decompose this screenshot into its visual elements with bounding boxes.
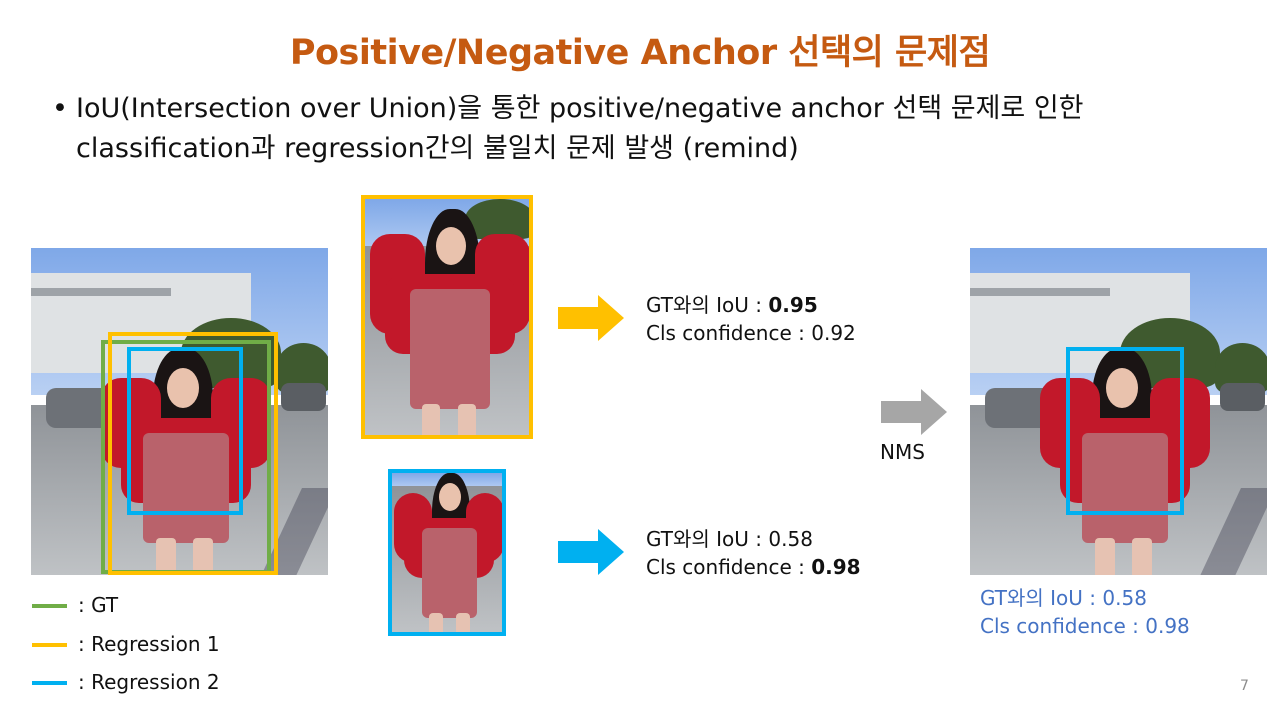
regression1-crop xyxy=(361,195,533,439)
iou-value: 0.95 xyxy=(768,293,818,317)
right-arrow-icon xyxy=(881,389,947,435)
iou-label: GT와의 IoU : xyxy=(646,293,769,317)
regression1-box xyxy=(108,332,278,575)
result-info: GT와의 IoU : 0.58 Cls confidence : 0.98 xyxy=(980,584,1190,640)
regression2-confidence: Cls confidence : 0.98 xyxy=(646,553,861,581)
bullet-dot-icon: • xyxy=(52,93,68,124)
page-number: 7 xyxy=(1240,678,1249,694)
right-arrow-icon xyxy=(558,295,624,341)
regression2-info: GT와의 IoU : 0.58 Cls confidence : 0.98 xyxy=(646,525,861,581)
regression1-iou: GT와의 IoU : 0.95 xyxy=(646,291,856,319)
legend-regression2-line xyxy=(32,681,67,685)
regression1-confidence: Cls confidence : 0.92 xyxy=(646,319,856,347)
confidence-label: Cls confidence : xyxy=(646,321,812,345)
result-iou: GT와의 IoU : 0.58 xyxy=(980,586,1147,610)
confidence-value: 0.98 xyxy=(811,555,861,579)
right-arrow-icon xyxy=(558,529,624,575)
legend-gt-label: : GT xyxy=(78,593,119,617)
regression1-info: GT와의 IoU : 0.95 Cls confidence : 0.92 xyxy=(646,291,856,347)
confidence-value: 0.92 xyxy=(811,321,856,345)
iou-value: 0.58 xyxy=(768,527,813,551)
confidence-label: Cls confidence : xyxy=(646,555,812,579)
result-box xyxy=(1066,347,1184,515)
legend-regression1-line xyxy=(32,643,67,647)
regression2-iou: GT와의 IoU : 0.58 xyxy=(646,525,861,553)
source-photo xyxy=(31,248,328,575)
regression2-box xyxy=(127,347,243,515)
legend-regression1-label: : Regression 1 xyxy=(78,632,220,656)
bullet-line-2: classification과 regression간의 불일치 문제 발생 (… xyxy=(76,133,799,164)
legend-regression2-label: : Regression 2 xyxy=(78,670,220,694)
regression2-crop xyxy=(388,469,506,636)
iou-label: GT와의 IoU : xyxy=(646,527,769,551)
nms-label: NMS xyxy=(880,440,925,464)
slide-title: Positive/Negative Anchor 선택의 문제점 xyxy=(289,33,991,73)
bullet-line-1: IoU(Intersection over Union)을 통한 positiv… xyxy=(76,93,1084,124)
legend-gt-line xyxy=(32,604,67,608)
result-confidence: Cls confidence : 0.98 xyxy=(980,614,1190,638)
